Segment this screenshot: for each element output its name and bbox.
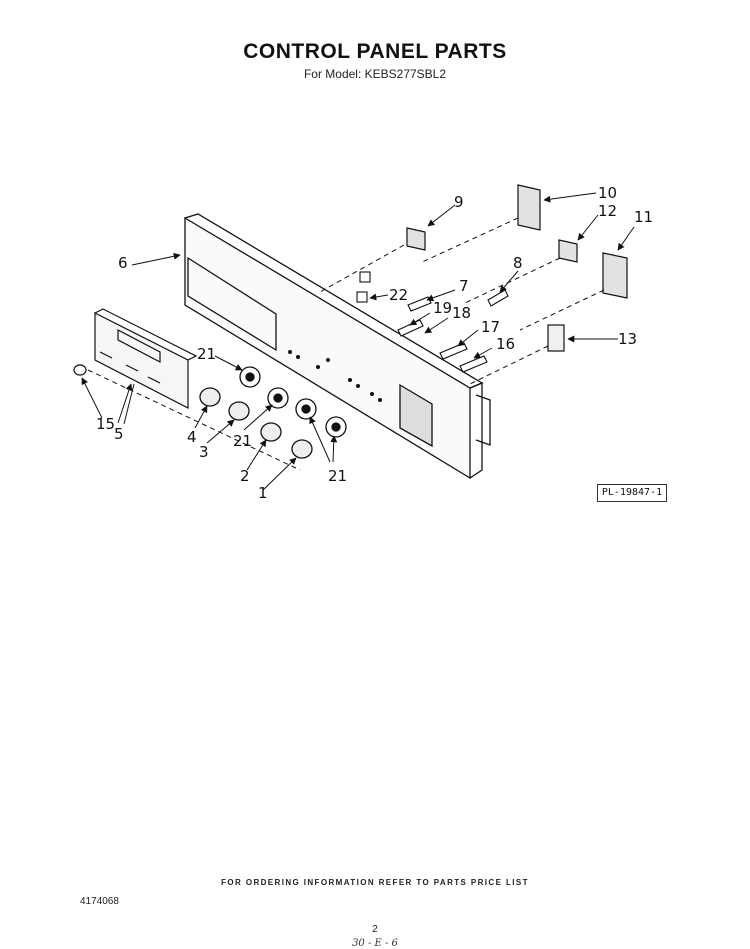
label-part-13: 13	[618, 330, 637, 348]
switches-part-21	[239, 366, 347, 438]
part-number-labels: 1 2 3 4 5 6 7 8 9 10 11 12 13 15 16 17 1…	[96, 184, 653, 502]
label-part-8: 8	[513, 254, 523, 272]
switch-part-13	[547, 324, 565, 352]
buttons-parts-9-10-11-12	[406, 184, 628, 299]
label-part-5: 5	[114, 425, 124, 443]
knobs-parts-1-4	[199, 387, 313, 459]
label-part-7: 7	[459, 277, 469, 295]
model-subtitle: For Model: KEBS277SBL2	[303, 67, 447, 81]
document-number: 4174068	[80, 896, 119, 907]
handwritten-note: 30 - E - 6	[352, 938, 398, 949]
hardware-dots	[288, 350, 382, 402]
label-part-22: 22	[389, 286, 408, 304]
label-part-9: 9	[454, 193, 464, 211]
label-part-1: 1	[258, 484, 268, 502]
clips-and-bulbs	[356, 271, 509, 373]
reference-code-box: PL-19847-1	[597, 484, 667, 502]
label-part-15: 15	[96, 415, 115, 433]
display-board-part-5	[94, 308, 198, 409]
label-part-16: 16	[496, 335, 515, 353]
page-number: 2	[372, 924, 378, 935]
label-part-19: 19	[433, 299, 452, 317]
label-part-21-c: 21	[328, 467, 347, 485]
page-title: CONTROL PANEL PARTS	[243, 40, 507, 63]
label-part-21-b: 21	[233, 432, 252, 450]
label-part-4: 4	[187, 428, 197, 446]
knob-part-15	[73, 364, 87, 376]
label-part-6: 6	[118, 254, 128, 272]
label-part-12: 12	[598, 202, 617, 220]
label-part-2: 2	[240, 467, 250, 485]
label-part-17: 17	[481, 318, 500, 336]
label-part-11: 11	[634, 208, 653, 226]
label-part-21-a: 21	[197, 345, 216, 363]
label-part-10: 10	[598, 184, 617, 202]
callout-leaders	[81, 192, 635, 491]
label-part-18: 18	[452, 304, 471, 322]
control-panel-part-6	[184, 213, 491, 480]
ordering-note: FOR ORDERING INFORMATION REFER TO PARTS …	[221, 878, 529, 887]
label-part-3: 3	[199, 443, 209, 461]
